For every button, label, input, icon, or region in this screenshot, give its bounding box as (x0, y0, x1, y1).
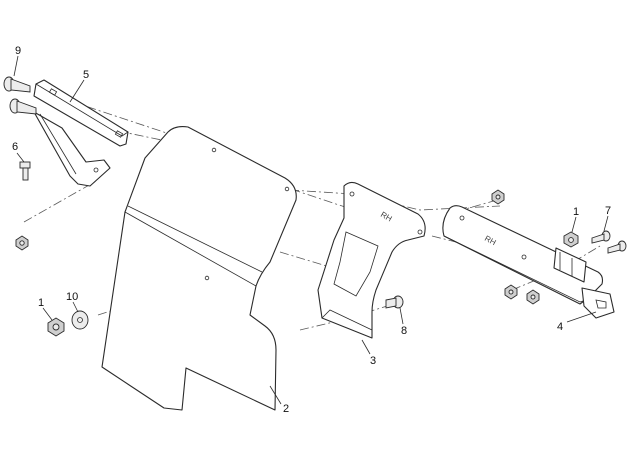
upper-mount-bracket (33, 79, 129, 187)
bolt-8-shank (385, 297, 397, 309)
bolt-7-upper-shank (591, 233, 605, 244)
callout-1-left: 1 (38, 297, 44, 309)
callout-3: 3 (370, 355, 376, 367)
leader-6 (16, 152, 25, 163)
right-rail: RH (442, 205, 615, 319)
bolt-7-lower-shank (607, 243, 621, 254)
bolt-8 (385, 295, 404, 309)
fasteners-lower-left (47, 310, 89, 337)
washer-10 (71, 310, 89, 330)
callout-6: 6 (12, 141, 18, 153)
right-rail-end-slot (595, 299, 607, 309)
shield-panel-outline (101, 126, 297, 411)
pins-9 (3, 76, 37, 115)
leader-2 (269, 385, 282, 405)
upper-mount-bracket-bar-edge (35, 83, 129, 137)
right-rail-hole-1 (459, 215, 465, 221)
bolt-6 (19, 161, 31, 181)
callout-5: 5 (83, 69, 89, 81)
nut-1-left-bore (52, 323, 60, 331)
right-rail-hole-2 (521, 254, 527, 260)
callout-8: 8 (401, 325, 407, 337)
shield-hole-top (211, 147, 217, 153)
callout-9: 9 (15, 45, 21, 57)
nut-rail-top-bore (495, 194, 501, 200)
side-bracket-hole-top (349, 191, 355, 197)
shield-hole-lower (204, 275, 210, 281)
shield-hole-right (284, 186, 290, 192)
leader-7 (603, 215, 609, 232)
nut-rail-lower-2-bore (530, 294, 536, 300)
callout-4: 4 (557, 321, 563, 333)
leader-1-left (42, 307, 53, 321)
nut-left-bracket (15, 235, 29, 251)
leader-9 (13, 55, 19, 77)
shield-panel-fold-inner (127, 205, 263, 273)
right-rail-end-block (581, 287, 615, 319)
leader-5 (69, 79, 85, 103)
bracket-slot-2 (114, 130, 124, 138)
nut-1-right-bore (568, 237, 574, 243)
washer-10-hole (77, 317, 83, 323)
bolt-6-shank (22, 167, 29, 181)
side-bracket: RH (317, 181, 426, 339)
leader-10 (72, 301, 79, 313)
fasteners-right (491, 189, 627, 305)
leader-1-right (571, 216, 577, 233)
bolt-6-head (19, 161, 31, 169)
right-rail-body (442, 205, 604, 305)
side-bracket-hole-right (417, 229, 423, 235)
upper-mount-bracket-bar (33, 79, 129, 147)
callout-1-right: 1 (573, 206, 579, 218)
callout-10: 10 (66, 291, 78, 303)
shield-panel-fold (124, 211, 257, 287)
leader-lines (13, 55, 609, 405)
pin-shank-upper (10, 78, 31, 93)
upper-mount-bracket-leg (33, 111, 111, 187)
bracket-slot-1 (48, 88, 58, 96)
callout-7: 7 (605, 205, 611, 217)
side-bracket-outline (317, 181, 426, 339)
bracket-foot-hole (93, 167, 99, 173)
nut-left-bracket-bore (19, 240, 25, 246)
leader-4 (566, 311, 597, 323)
upper-mount-bracket-leg-edge (39, 113, 77, 175)
pin-shank-lower (16, 100, 37, 115)
side-bracket-cutout (333, 231, 379, 297)
centerline-left-bracket (23, 179, 99, 223)
callout-2: 2 (283, 403, 289, 415)
leader-3 (361, 339, 371, 355)
shield-panel (101, 126, 297, 411)
nut-rail-lower-1-bore (508, 289, 514, 295)
right-rail-clip-edge (559, 252, 573, 276)
callout-labels: 9 5 6 1 10 2 3 8 1 7 4 (12, 45, 611, 415)
right-rail-clip (553, 247, 587, 283)
leader-8 (399, 307, 404, 325)
side-bracket-edge (321, 309, 373, 331)
